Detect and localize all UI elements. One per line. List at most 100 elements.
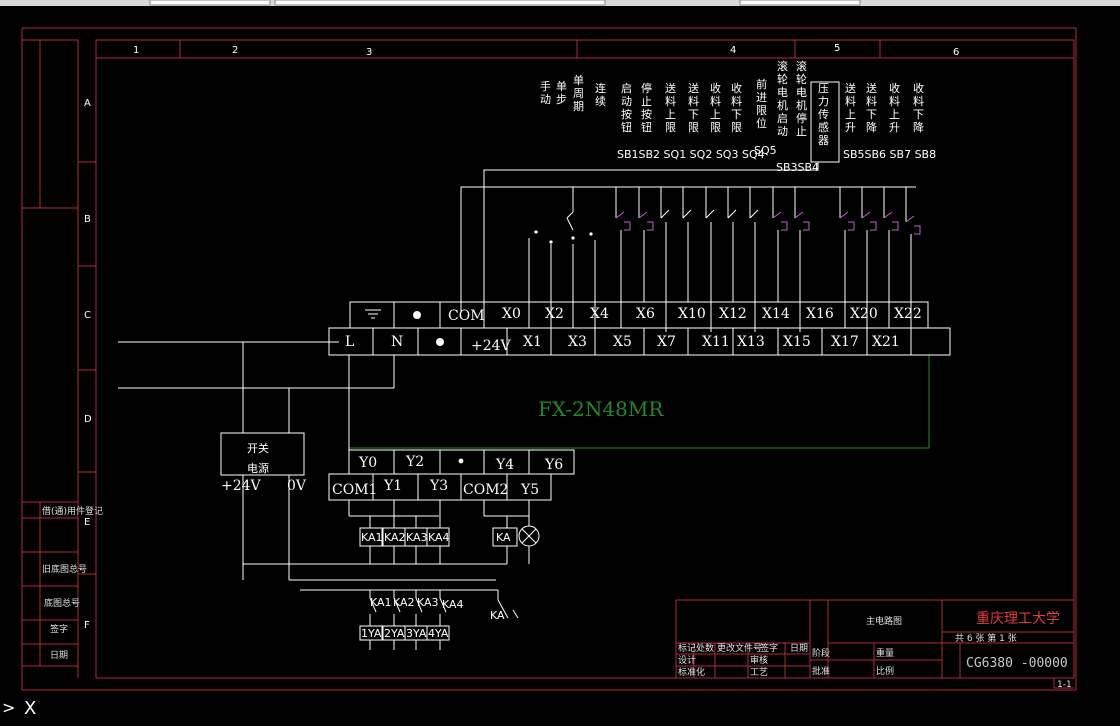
power-wiring (118, 341, 507, 581)
toolbar-field-3[interactable] (739, 0, 861, 6)
svg-text:工艺: 工艺 (750, 667, 768, 678)
col-2: 2 (232, 45, 238, 56)
row-f: F (84, 620, 90, 631)
input-label-feed-upper: 送料上限 (665, 81, 676, 134)
column-dividers (179, 40, 881, 58)
input-label-stop: 停止按钮 (641, 81, 652, 134)
ground-symbol (365, 309, 381, 319)
input-label-single-cycle: 单周期 (573, 74, 584, 113)
left-strip-rows (22, 517, 78, 645)
svg-text:X16: X16 (806, 306, 834, 322)
input-wiring (460, 162, 916, 312)
svg-text:X0: X0 (502, 306, 521, 322)
input-label-recv-down: 收料下降 (913, 81, 924, 134)
svg-text:4YA: 4YA (428, 627, 449, 640)
row-a: A (84, 98, 91, 109)
svg-text:X7: X7 (657, 334, 676, 350)
title-block-cells: 标记 处数 更改文件号 签字 日期 设计 审核 标准化 工艺 阶段 批准 重量 … (678, 642, 894, 678)
svg-text:重量: 重量 (876, 647, 894, 659)
toolbar-field-1[interactable] (149, 0, 271, 6)
svg-text:X11: X11 (702, 334, 730, 350)
row-d: D (84, 414, 92, 425)
svg-text:3YA: 3YA (406, 627, 427, 640)
row-labels: A B C D E F (84, 98, 92, 631)
svg-text:审核: 审核 (750, 654, 768, 666)
svg-text:X6: X6 (636, 306, 655, 322)
page-number: 1-1 (1057, 680, 1072, 690)
inner-frame (95, 39, 1075, 679)
svg-text:更改文件号: 更改文件号 (717, 642, 762, 654)
input-label-feed-lower: 送料下限 (688, 81, 699, 134)
svg-text:COM1: COM1 (332, 482, 377, 498)
svg-text:X5: X5 (613, 334, 632, 350)
ucs-x-icon: X (24, 698, 36, 719)
input-label-roller-start: 滚轮电机启动 (777, 59, 788, 138)
input-label-start: 启动按钮 (621, 82, 632, 134)
input-label-manual: 手动 (540, 79, 551, 106)
left-strip-bottom (21, 501, 79, 667)
svg-text:KA1: KA1 (370, 596, 392, 609)
svg-text:X1: X1 (523, 334, 542, 350)
svg-text:N: N (391, 334, 403, 350)
svg-text:Y0: Y0 (358, 455, 377, 471)
svg-text:X2: X2 (545, 306, 564, 322)
svg-text:KA3: KA3 (417, 596, 439, 609)
svg-text:COM2: COM2 (463, 482, 508, 498)
plc-output-bottom: COM1 Y1 Y3 COM2 Y5 (328, 473, 552, 501)
svg-text:L: L (345, 334, 354, 350)
input-label-recv-lower: 收料下限 (731, 81, 742, 134)
mode-switch (528, 217, 596, 332)
svg-text:Y5: Y5 (520, 482, 539, 498)
svg-text:标记: 标记 (678, 642, 696, 654)
terminal-dot-2 (436, 338, 444, 346)
svg-text:日期: 日期 (790, 643, 808, 654)
input-label-recv-up: 收料上升 (889, 81, 900, 134)
drawing-code: CG6380 -00000 (966, 656, 1068, 671)
toolbar-field-2[interactable] (274, 0, 606, 6)
svg-text:KA1: KA1 (361, 531, 383, 544)
svg-text:批准: 批准 (812, 665, 830, 677)
psu-plus: +24V (221, 478, 262, 494)
left-strip-text: 借(通)用件登记 旧底图总号 底图总号 签字 日期 (42, 505, 103, 661)
svg-text:日期: 日期 (50, 650, 68, 661)
svg-text:X12: X12 (719, 306, 747, 322)
svg-text:Y2: Y2 (405, 454, 424, 470)
svg-text:KA: KA (490, 609, 505, 622)
svg-text:KA4: KA4 (442, 598, 464, 611)
svg-text:X13: X13 (737, 334, 765, 350)
svg-text:X20: X20 (850, 306, 878, 322)
svg-text:Y4: Y4 (495, 457, 514, 473)
col-1: 1 (133, 45, 139, 56)
plc-model: FX-2N48MR (538, 397, 664, 421)
input-label-recv-upper: 收料上限 (710, 81, 721, 134)
svg-text:KA2: KA2 (393, 596, 415, 609)
input-codes-row2: SB5SB6 SB7 SB8 (843, 148, 936, 161)
plc-second-labels: L N +24V X1 X3 X5 X7 X11 X13 X15 X17 X21 (345, 334, 900, 354)
input-label-feed-down: 送料下降 (866, 81, 877, 134)
row-dividers (78, 161, 96, 575)
svg-text:处数: 处数 (696, 642, 714, 654)
input-label-continuous: 连续 (595, 82, 606, 108)
svg-text:阶段: 阶段 (812, 647, 830, 659)
svg-text:+24V: +24V (471, 338, 512, 354)
drawing-name: 主电路图 (866, 615, 902, 627)
switch-power-supply (220, 432, 305, 476)
input-label-fwd-limit: 前进限位 (756, 77, 767, 130)
svg-text:签字: 签字 (50, 623, 68, 635)
svg-text:X4: X4 (590, 306, 609, 322)
row-e: E (84, 517, 90, 528)
svg-text:1YA: 1YA (361, 627, 382, 640)
input-codes-row1: SB1SB2 SQ1 SQ2 SQ3 SQ4 (617, 148, 765, 161)
svg-text:X22: X22 (894, 306, 922, 322)
svg-text:借(通)用件登记: 借(通)用件登记 (42, 505, 103, 517)
col-4: 4 (730, 45, 736, 56)
command-prompt[interactable]: > (2, 698, 15, 717)
psu-label-2: 电源 (247, 461, 269, 475)
col-5: 5 (834, 43, 840, 54)
svg-text:COM: COM (448, 308, 485, 324)
valve-circuit (300, 589, 519, 650)
outer-frame (21, 27, 1077, 691)
input-label-roller-stop: 滚轮电机停止 (796, 59, 807, 138)
svg-text:底图总号: 底图总号 (44, 597, 80, 609)
